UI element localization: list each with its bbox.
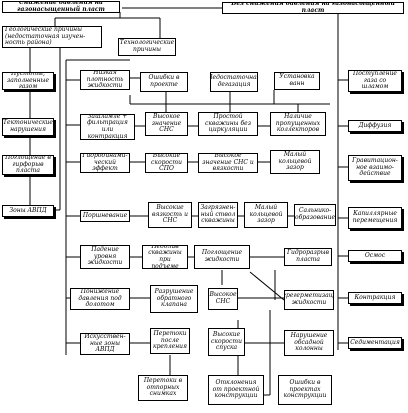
small-annular-gap-2-box: Малый кольцевой зазор xyxy=(244,202,288,228)
low-density-liquid-box: Низкая плотность жидкости xyxy=(80,70,130,90)
balling-box: Сальнико-образование xyxy=(294,204,336,226)
abnormal-pressure-zones-box: Зоны АВПД xyxy=(2,205,54,217)
contaminated-wellbore-box: Загрязнен-ный ствол скважины xyxy=(198,202,238,228)
hydraulic-fracturing-box: Гидроразрыв пласта xyxy=(284,248,332,266)
post-cementing-flows-box: Перетоки после крепления xyxy=(150,328,190,354)
technological-causes-box: Технологические причины xyxy=(118,38,176,56)
sedimentation-box: Седиментация xyxy=(348,337,402,349)
high-viscosity-sns-box: Высокие вязкость и СНС xyxy=(148,202,192,228)
liquid-overpressure-box: Перегерметизация жидкости xyxy=(284,290,334,310)
root-left-box: Снижение давления на газонасыщенный плас… xyxy=(2,1,120,13)
flows-in-pictures-box: Перетоки в отпорных снимках xyxy=(138,375,188,401)
tectonic-faults-box: Тектонические нарушения xyxy=(2,118,54,136)
artificial-pressure-zones-box: Искусствен-ные зоны АВПД xyxy=(80,333,130,355)
high-sns-box: Высокое значение СНС xyxy=(145,112,188,136)
cuttings-filtration-box: Зашламле + фильтрация или контракция xyxy=(80,114,135,140)
contraction-box: Контракция xyxy=(348,292,402,304)
idle-well-box: Простой скважины без циркуляции xyxy=(198,112,258,136)
high-sns-2-box: Высокое СНС xyxy=(208,288,238,310)
gravity-interaction-box: Гравитацион-ное взаимо-действие xyxy=(348,155,402,181)
design-deviations-box: Отклонения от проектной конструкции xyxy=(208,375,264,405)
high-trip-speed-box: Высокие скорости СПО xyxy=(145,153,188,173)
geological-causes-box: Геологические причины (недостаточная изу… xyxy=(2,26,102,48)
high-running-speed-box: Высокие скорости спуска xyxy=(208,328,245,356)
diffusion-box: Диффузия xyxy=(348,120,402,132)
fluid-absorption-box: Поглощение жидкости xyxy=(194,245,250,269)
hydrodynamic-effect-box: Гидродинами-ческий эффект xyxy=(80,153,130,173)
osmosis-box: Осмос xyxy=(348,250,402,262)
capillary-movement-box: Капиллярные перемещения xyxy=(348,207,402,229)
absorption-fracture-box: Поглощение в гирфорыв пласта xyxy=(2,155,54,175)
gas-with-cuttings-box: Поступление газа со шламом xyxy=(348,70,402,92)
check-valve-failure-box: Разрушение обратного клапана xyxy=(150,285,198,313)
small-annular-gap-box: Малый кольцевой зазор xyxy=(270,150,320,174)
pressure-drop-under-bit-box: Понижение давления под долотом xyxy=(70,288,130,310)
high-sns-viscosity-box: Высокое значение СНС и вязкости xyxy=(198,153,258,173)
swabbing-box: Поршневание xyxy=(80,210,130,222)
baths-installation-box: Установка ванн xyxy=(274,72,320,90)
missed-reservoirs-box: Наличие пропущенных коллекторов xyxy=(270,112,326,136)
insufficient-degassing-box: Недостаточная дегазация xyxy=(210,72,258,92)
voids-gas-box: Пустоты, заполненные газом xyxy=(2,72,54,90)
construction-design-errors-box: Ошибки в проектах конструкции xyxy=(278,375,332,405)
casing-damage-box: Нарушение обсадной колонны xyxy=(284,330,334,356)
root-right-box: Без снижения давления на газонасыщенный … xyxy=(222,2,404,14)
fluid-level-drop-box: Падение уровня жидкости xyxy=(80,245,130,269)
underfill-on-pulling-box: Недолив скважины при подъеме xyxy=(142,245,188,269)
design-errors-box: Ошибки в проекте xyxy=(140,72,188,92)
